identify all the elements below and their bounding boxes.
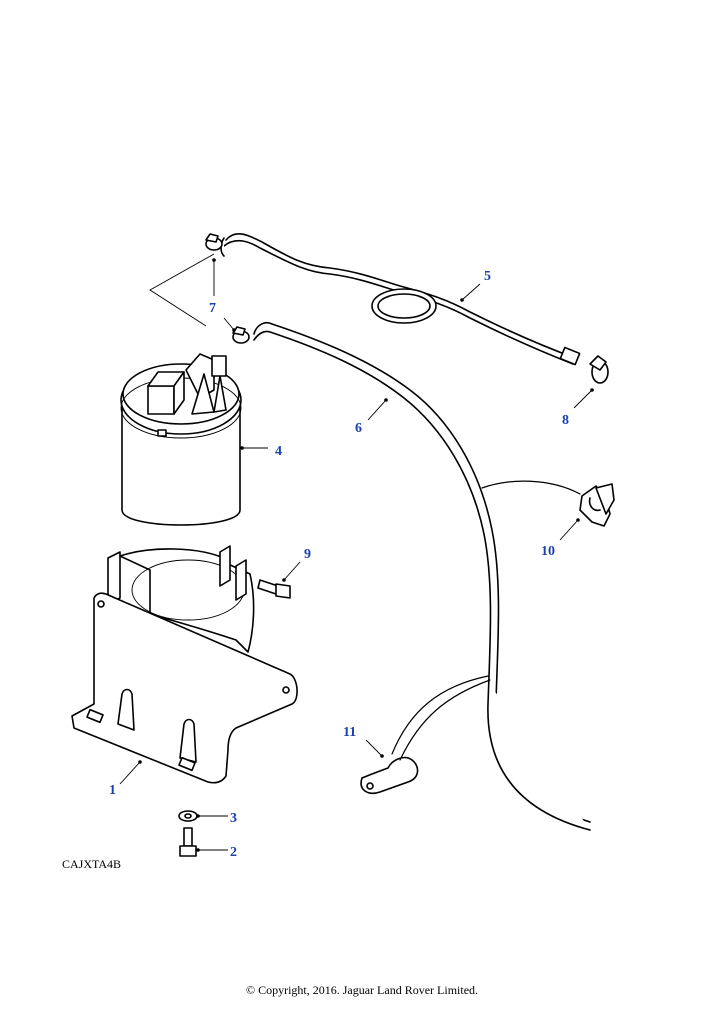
part-8-hose-clip[interactable] <box>589 355 609 384</box>
part-9-bolt[interactable] <box>257 579 291 599</box>
part-6-vent-pipe[interactable] <box>253 321 591 831</box>
callout-6: 6 <box>355 421 362 436</box>
part-10-double-clip[interactable] <box>579 483 615 527</box>
clip-10-guide-line <box>481 480 581 495</box>
part-1-mounting-bracket[interactable] <box>71 545 298 784</box>
clip-11-guide-line-2 <box>399 679 491 761</box>
part-5-vent-pipe[interactable] <box>220 232 581 366</box>
copyright-notice: © Copyright, 2016. Jaguar Land Rover Lim… <box>245 983 479 997</box>
part-7-hose-clip-lower[interactable] <box>232 326 250 344</box>
callout-3: 3 <box>230 811 237 826</box>
callout-1: 1 <box>109 783 116 798</box>
diagram-reference-code: CAJXTA4B <box>62 857 122 871</box>
callout-5: 5 <box>484 269 491 284</box>
callout-9: 9 <box>304 547 311 562</box>
callout-11: 11 <box>343 725 356 740</box>
callout-8: 8 <box>562 413 569 428</box>
callout-7: 7 <box>209 301 216 316</box>
callout-2: 2 <box>230 845 237 860</box>
callout-10: 10 <box>541 544 555 559</box>
part-2-bolt[interactable] <box>179 827 197 857</box>
callout-4: 4 <box>275 444 282 459</box>
part-11-p-clip[interactable] <box>360 756 419 794</box>
leader-dots <box>138 258 594 852</box>
part-7-hose-clip-upper[interactable] <box>205 233 223 251</box>
clip-11-guide-line-1 <box>391 675 489 755</box>
part-4-canister[interactable] <box>120 353 242 526</box>
callout-7-bracket <box>149 253 215 327</box>
part-3-washer[interactable] <box>178 810 198 822</box>
leader-lines <box>119 260 593 851</box>
